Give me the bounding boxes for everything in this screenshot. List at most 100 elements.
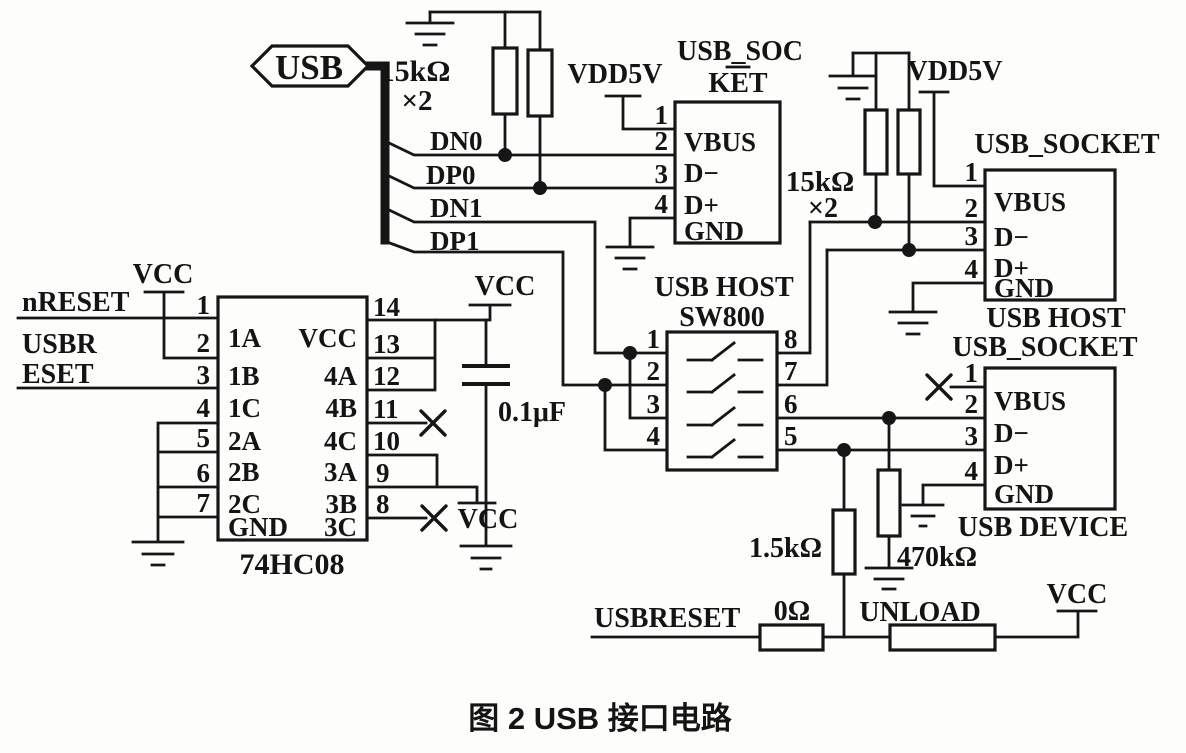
sw800-name: SW800 [679,302,765,333]
resistor-body [526,48,554,118]
pin-label: GND [228,512,288,542]
switch-icon [686,341,764,362]
pin-number: 3 [655,159,669,189]
ground-icon [828,74,878,101]
socket-subtitle: USB HOST [986,303,1126,334]
net-label-dn0: DN0 [430,126,483,156]
ic-74hc08: 74HC08 1 2 3 4 5 6 7 14 13 12 11 10 9 8 … [197,290,401,581]
usb-socket-top: USB_SOC KET 1 2 3 4 VBUS D− D+ GND [655,36,804,246]
resistor-body [831,508,857,576]
resistor-body [491,46,519,116]
pin-label: D+ [994,450,1029,480]
pin-number: 4 [197,393,211,423]
pin-number: 13 [373,329,400,359]
pin-number: 1 [965,157,979,187]
ic-name: 74HC08 [240,548,345,581]
pin-label: 4B [325,393,357,423]
net-label-unload: UNLOAD [859,597,980,628]
pin-label: 2A [228,426,262,456]
resistor-value-label: 0Ω [774,596,810,627]
pin-number: 4 [655,189,669,219]
resistor-value-label: 15kΩ [786,166,854,198]
resistor-body [758,623,825,652]
net-label-usbreset: USBRESET [594,603,741,634]
ground-icon [901,503,945,528]
resistor-value-label: 470kΩ [897,542,977,573]
figure-caption: 图 2 USB 接口电路 [468,701,733,736]
pulldown-resistors-right: 15kΩ ×2 [786,108,922,224]
net-labels: DN0 DP0 DN1 DP1 nRESET USBR ESET [22,126,483,390]
pin-number: 1 [655,100,669,130]
pin-number: 3 [965,421,979,451]
ground-icon [459,544,513,571]
wires [16,10,1098,639]
pin-number: 10 [373,426,400,456]
vcc-label: VCC [1047,579,1108,610]
pin-number: 3 [965,221,979,251]
net-label-nreset: nRESET [22,287,130,318]
net-label-dp0: DP0 [426,160,476,190]
vcc-label: VCC [475,271,536,302]
pin-label: VBUS [994,386,1066,416]
usb-port-label: USB [275,48,343,87]
pin-number: 4 [965,254,979,284]
pin-label: GND [684,216,744,246]
ground-symbols [131,21,945,591]
pin-number: 2 [197,328,211,358]
pin-label: VBUS [994,187,1066,217]
pin-number: 3 [647,389,661,419]
ground-icon [131,540,185,567]
pin-label: 4C [324,426,357,456]
pin-number: 4 [965,456,979,486]
no-connect-x-icon [420,504,448,532]
net-label-dp1: DP1 [430,226,480,256]
usb-bus-wire [355,61,390,245]
pin-label: VBUS [684,127,756,157]
pin-number: 14 [373,292,400,322]
pin-number: 3 [197,360,211,390]
pin-number: 6 [197,458,211,488]
usb-port-connector: USB [249,44,371,88]
pin-number: 8 [784,324,798,354]
pin-label: GND [994,479,1054,509]
socket-title-line1: USB_SOC [677,36,803,67]
pin-label: D− [994,222,1029,252]
pin-label: VCC [299,323,358,353]
vdd5v-label: VDD5V [568,59,663,90]
ground-icon [864,566,914,591]
net-label-usbreset-2: ESET [22,359,94,390]
pin-label: 1C [228,393,261,423]
pin-label: 2B [228,457,260,487]
vdd5v-label: VDD5V [908,56,1003,87]
pin-label: 2C [228,489,261,519]
resistor-body [888,623,997,652]
net-label-dn1: DN1 [430,193,483,223]
sw800-switch: USB HOST SW800 1 2 3 4 8 7 6 5 [647,272,798,472]
pin-number: 7 [197,488,211,518]
ground-icon [888,310,938,336]
pin-number: 2 [965,193,979,223]
no-connect-x-icon [925,373,953,401]
pin-number: 1 [197,290,211,320]
pin-label: 1A [228,323,262,353]
pin-number: 9 [376,458,390,488]
pin-label: 4A [324,361,358,391]
switch-icon [686,406,764,427]
ground-icon [405,21,455,47]
switch-icon [686,373,764,394]
resistor-body [863,108,889,176]
pin-number: 1 [965,358,979,388]
bottom-network: 1.5kΩ 470kΩ USBRESET 0Ω UNLOAD [594,468,997,652]
resistor-body [876,468,902,538]
pulldown-resistors-left: 15kΩ ×2 [380,46,554,118]
resistor-qty-label: ×2 [401,85,432,117]
socket-subtitle: USB DEVICE [958,512,1128,543]
pin-label: 3A [324,457,358,487]
pin-number: 7 [784,356,798,386]
pin-label: D+ [994,253,1029,283]
pin-label: GND [994,273,1054,303]
pin-label: 3B [325,489,357,519]
vcc-label: VCC [133,259,194,290]
pin-number: 5 [197,423,211,453]
